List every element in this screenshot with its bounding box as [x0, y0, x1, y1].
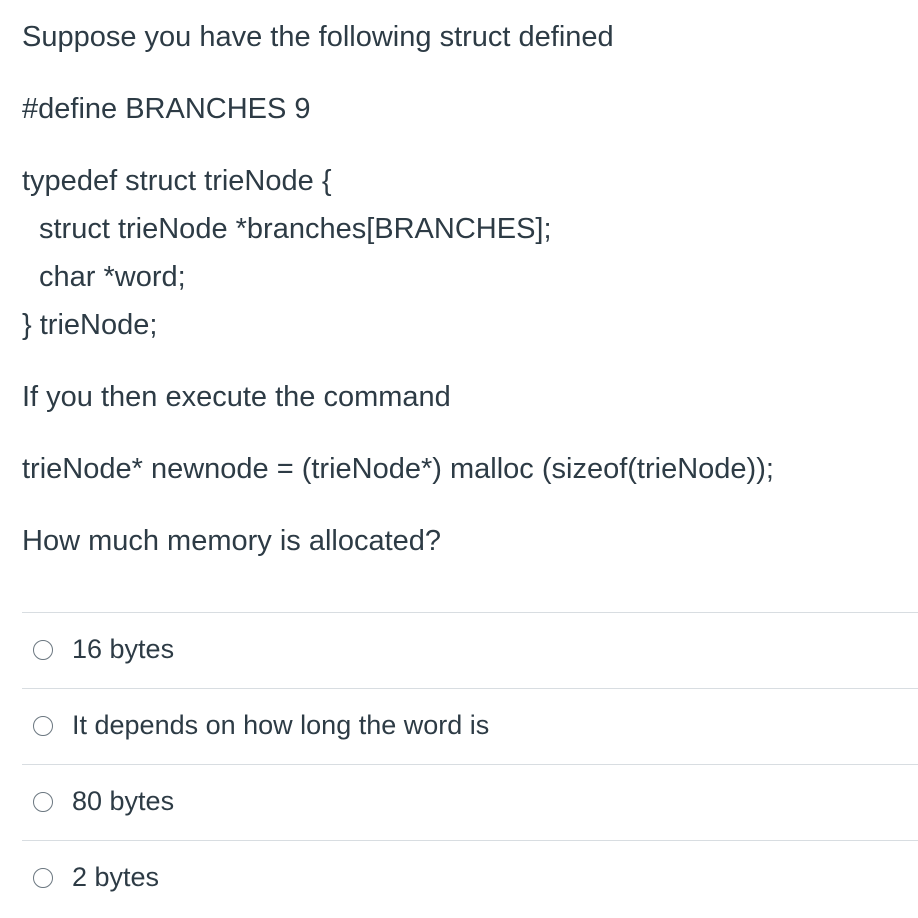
- answer-label: 16 bytes: [72, 634, 175, 664]
- question-ask: How much memory is allocated?: [22, 525, 442, 557]
- answer-label: 80 bytes: [72, 786, 175, 816]
- answer-list: 16 bytes It depends on how long the word…: [22, 612, 918, 916]
- answer-option-depends[interactable]: It depends on how long the word is: [22, 688, 918, 764]
- code-line: char *word;: [39, 261, 186, 293]
- radio-button[interactable]: [33, 716, 53, 736]
- radio-button[interactable]: [33, 868, 53, 888]
- answer-option-2-bytes[interactable]: 2 bytes: [22, 840, 918, 916]
- code-line: struct trieNode *branches[BRANCHES];: [39, 213, 552, 245]
- radio-button[interactable]: [33, 640, 53, 660]
- code-line: typedef struct trieNode {: [22, 165, 332, 197]
- answer-label: 2 bytes: [72, 862, 160, 892]
- define-line: #define BRANCHES 9: [22, 93, 311, 125]
- command-line: trieNode* newnode = (trieNode*) malloc (…: [22, 453, 774, 485]
- question-intro: Suppose you have the following struct de…: [22, 21, 614, 53]
- code-line: } trieNode;: [22, 309, 158, 341]
- answer-option-80-bytes[interactable]: 80 bytes: [22, 764, 918, 840]
- answer-label: It depends on how long the word is: [72, 710, 490, 740]
- execute-prompt: If you then execute the command: [22, 381, 451, 413]
- answer-option-16-bytes[interactable]: 16 bytes: [22, 612, 918, 688]
- radio-button[interactable]: [33, 792, 53, 812]
